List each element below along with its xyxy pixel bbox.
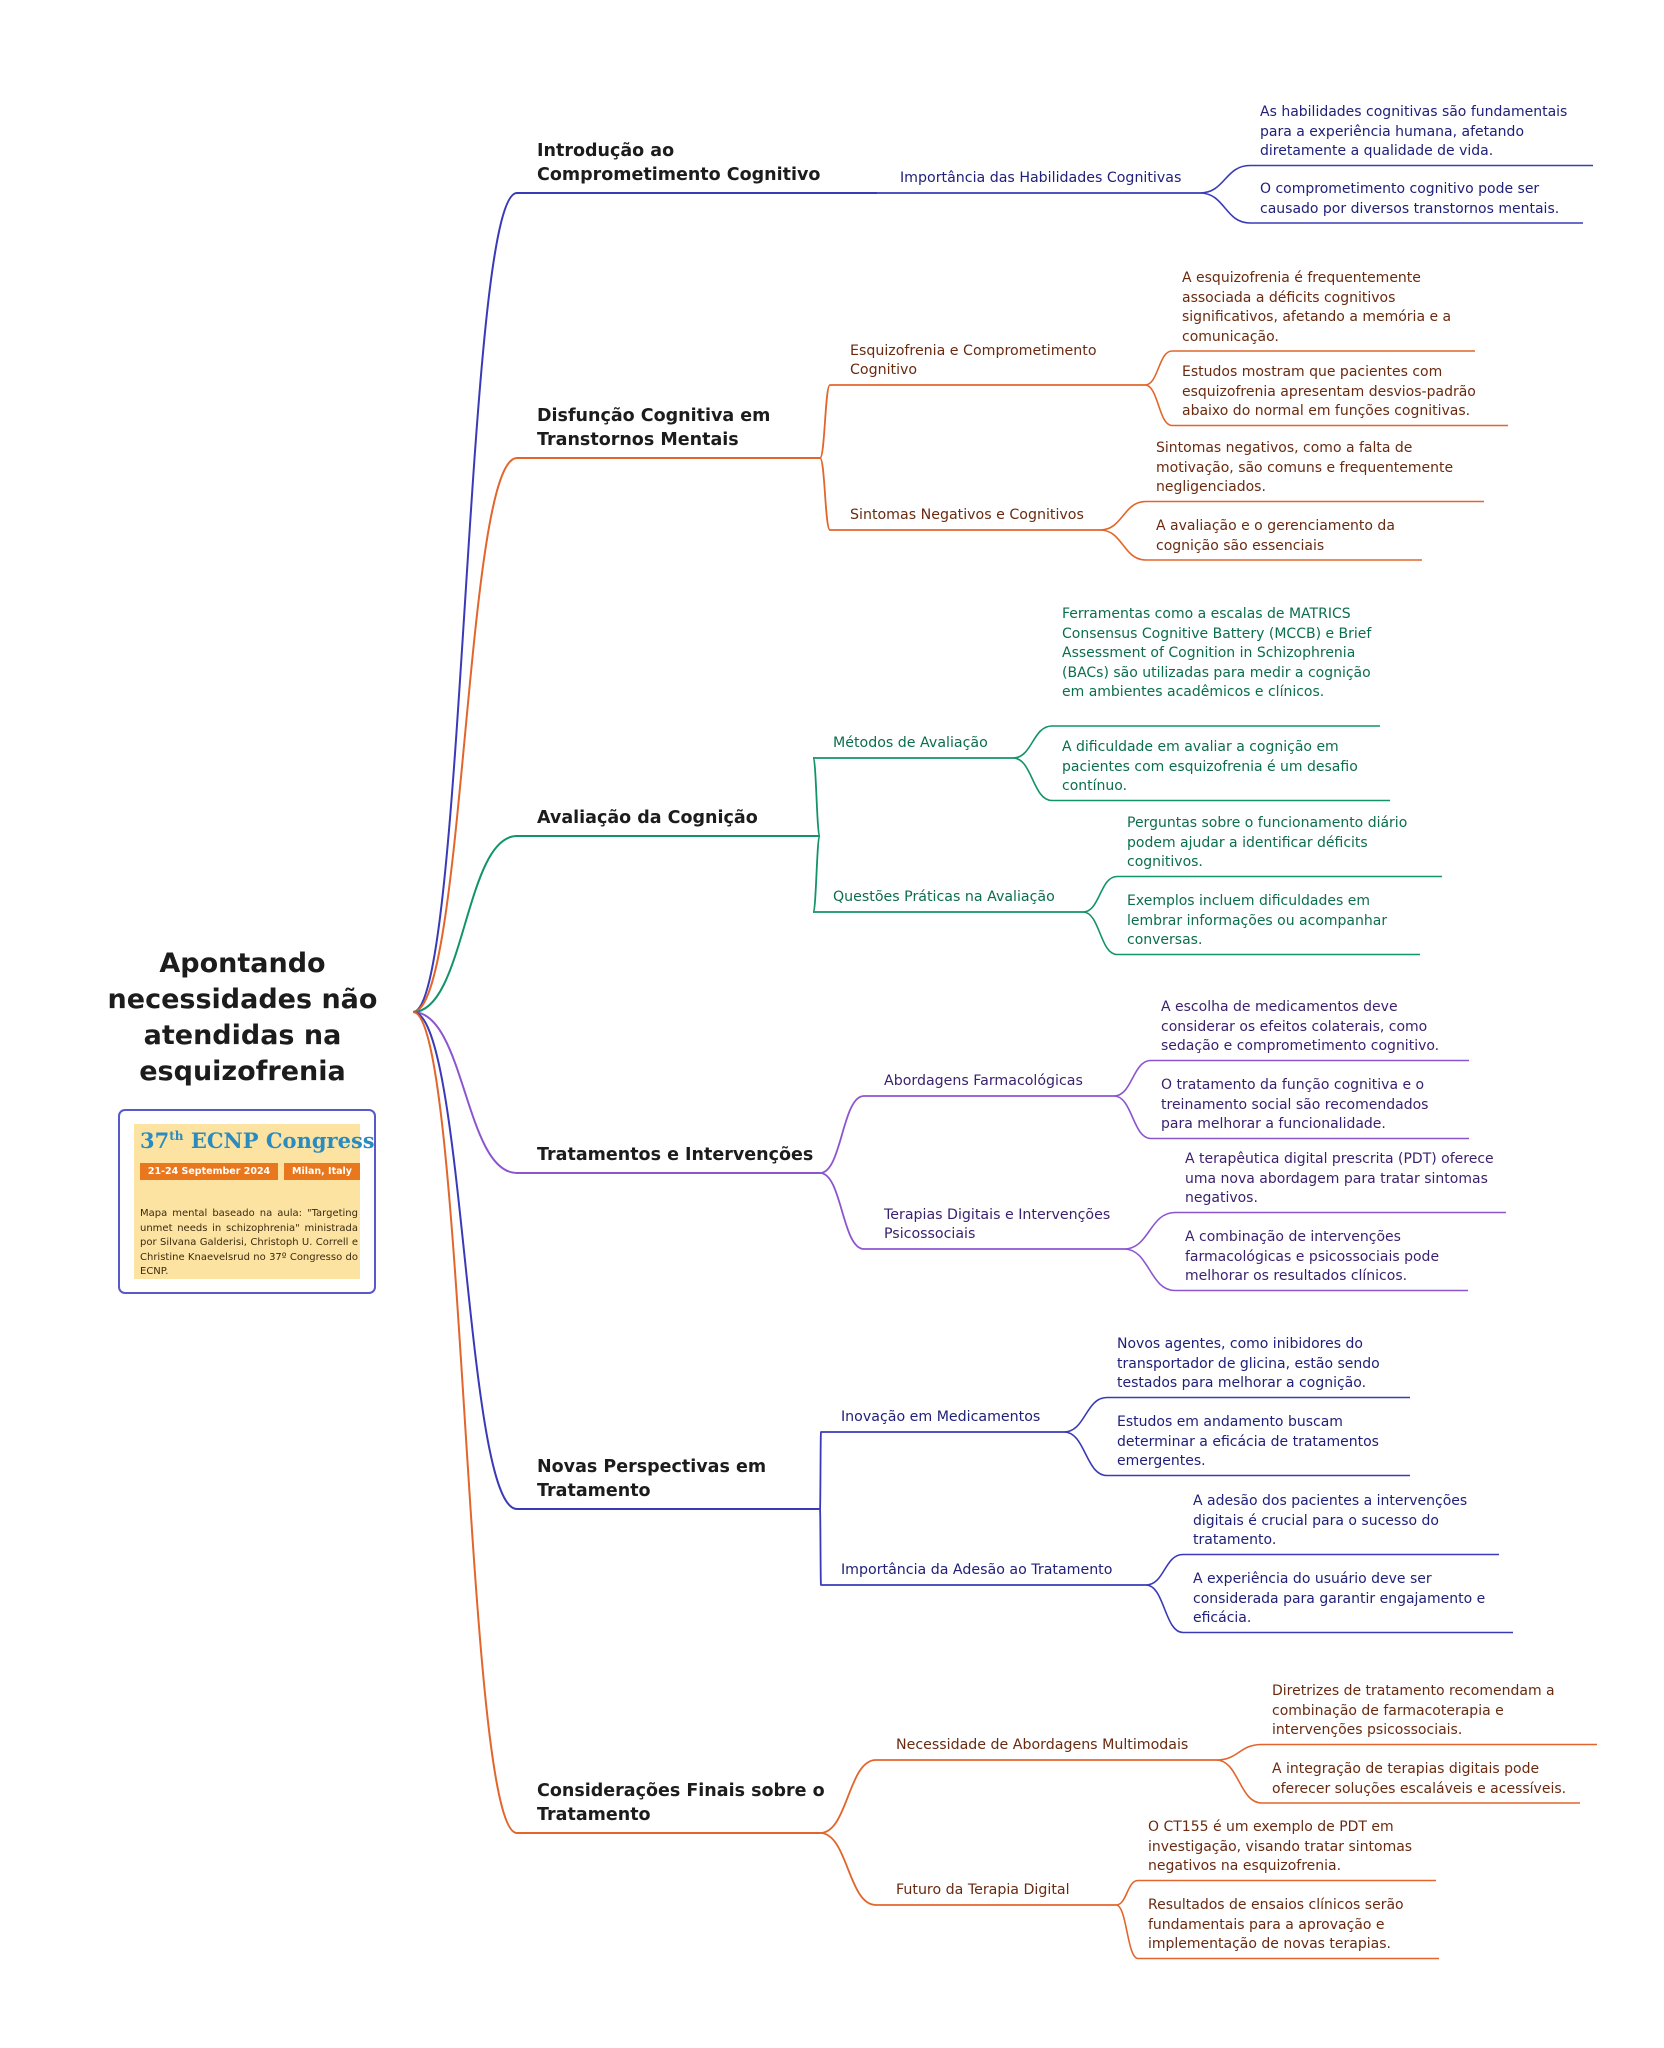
subtopic-4-1[interactable]: Abordagens Farmacológicas <box>884 1073 1083 1089</box>
detail-connector-2-2-1 <box>1099 500 1147 531</box>
detail-5-2-2[interactable]: A experiência do usuário deve ser consid… <box>1193 1571 1486 1626</box>
branch-topic-4[interactable]: Tratamentos e Intervenções <box>537 1145 814 1165</box>
branch-topic-1[interactable]: Introdução ao Comprometimento Cognitivo <box>537 141 821 185</box>
branch-topic-5[interactable]: Novas Perspectivas em Tratamento <box>537 1457 767 1501</box>
detail-connector-2-1-2 <box>1144 384 1173 427</box>
branch-connector-6 <box>412 1011 518 1834</box>
detail-5-1-1[interactable]: Novos agentes, como inibidores do transp… <box>1117 1336 1380 1391</box>
branch-connector-1 <box>412 192 518 1013</box>
subtopic-connector-6-2 <box>819 1832 877 1906</box>
subtopic-6-2[interactable]: Futuro da Terapia Digital <box>896 1882 1070 1898</box>
subtopic-connector-3-1 <box>812 757 821 837</box>
detail-2-1-2[interactable]: Estudos mostram que pacientes com esquiz… <box>1182 364 1476 419</box>
subtopic-6-1[interactable]: Necessidade de Abordagens Multimodais <box>896 1737 1189 1753</box>
detail-6-1-2[interactable]: A integração de terapias digitais pode o… <box>1272 1761 1567 1797</box>
subtopic-connector-2-1 <box>819 384 831 459</box>
subtopic-5-1[interactable]: Inovação em Medicamentos <box>841 1409 1041 1425</box>
branch-connector-3 <box>412 835 518 1013</box>
subtopic-1-1[interactable]: Importância das Habilidades Cognitivas <box>900 170 1182 186</box>
subtopic-3-1[interactable]: Métodos de Avaliação <box>833 735 988 751</box>
detail-connector-3-1-1 <box>1012 725 1053 759</box>
detail-3-2-2[interactable]: Exemplos incluem dificuldades em lembrar… <box>1127 893 1388 948</box>
detail-connector-2-1-1 <box>1144 350 1173 386</box>
detail-connector-6-1-1 <box>1215 1743 1263 1761</box>
detail-connector-2-2-2 <box>1099 529 1147 561</box>
detail-4-2-2[interactable]: A combinação de intervenções farmacológi… <box>1185 1229 1440 1284</box>
detail-5-2-1[interactable]: A adesão dos pacientes a intervenções di… <box>1193 1493 1468 1548</box>
detail-6-2-1[interactable]: O CT155 é um exemplo de PDT em investiga… <box>1148 1819 1413 1874</box>
poster-title-number: 37 <box>140 1128 170 1153</box>
subtopic-connector-6-1 <box>819 1759 877 1834</box>
subtopic-3-2[interactable]: Questões Práticas na Avaliação <box>833 889 1055 905</box>
congress-poster: 37th ECNP Congress 21-24 September 2024 … <box>118 1109 376 1294</box>
detail-3-1-2[interactable]: A dificuldade em avaliar a cognição em p… <box>1062 739 1358 794</box>
subtopic-connector-4-1 <box>819 1095 865 1174</box>
branch-connector-4 <box>412 1011 518 1174</box>
detail-connector-5-2-1 <box>1145 1553 1184 1586</box>
detail-connector-6-2-1 <box>1115 1879 1139 1906</box>
branch-topic-3[interactable]: Avaliação da Cognição <box>537 808 758 828</box>
detail-1-1-1[interactable]: As habilidades cognitivas são fundamenta… <box>1260 104 1568 159</box>
detail-connector-3-2-2 <box>1082 911 1118 956</box>
detail-connector-5-1-2 <box>1063 1431 1108 1477</box>
detail-2-1-1[interactable]: A esquizofrenia é frequentemente associa… <box>1182 270 1452 345</box>
branch-topic-2[interactable]: Disfunção Cognitiva em Transtornos Menta… <box>537 406 771 450</box>
detail-4-2-1[interactable]: A terapêutica digital prescrita (PDT) of… <box>1185 1151 1494 1206</box>
subtopic-2-1[interactable]: Esquizofrenia e Comprometimento Cognitiv… <box>850 343 1097 378</box>
detail-connector-3-2-1 <box>1082 875 1118 913</box>
branch-topic-6[interactable]: Considerações Finais sobre o Tratamento <box>537 1781 825 1825</box>
poster-title: 37th ECNP Congress <box>140 1128 375 1153</box>
detail-3-1-1[interactable]: Ferramentas como a escalas de MATRICS Co… <box>1062 606 1372 700</box>
detail-connector-6-2-2 <box>1115 1904 1139 1960</box>
detail-4-1-1[interactable]: A escolha de medicamentos deve considera… <box>1161 999 1440 1054</box>
branch-connector-5 <box>412 1011 518 1510</box>
subtopic-connector-2-2 <box>819 457 831 531</box>
subtopic-connector-4-2 <box>819 1172 865 1250</box>
detail-5-1-2[interactable]: Estudos em andamento buscam determinar a… <box>1117 1414 1379 1469</box>
detail-connector-4-2-2 <box>1123 1248 1176 1292</box>
poster-location: Milan, Italy <box>284 1163 360 1180</box>
detail-connector-5-2-2 <box>1145 1584 1184 1634</box>
subtopic-5-2[interactable]: Importância da Adesão ao Tratamento <box>841 1562 1113 1578</box>
poster-title-suffix: th <box>169 1129 184 1143</box>
detail-connector-4-1-1 <box>1113 1059 1152 1097</box>
poster-dates: 21-24 September 2024 <box>140 1163 278 1180</box>
central-topic[interactable]: Apontando necessidades não atendidas na … <box>107 948 378 1087</box>
subtopic-connector-5-2 <box>819 1508 822 1586</box>
subtopic-connector-5-1 <box>819 1431 822 1510</box>
detail-connector-3-1-2 <box>1012 757 1053 802</box>
branch-connector-2 <box>412 457 518 1013</box>
detail-4-1-2[interactable]: O tratamento da função cognitiva e o tre… <box>1161 1077 1429 1132</box>
subtopic-4-2[interactable]: Terapias Digitais e Intervenções Psicoss… <box>884 1207 1111 1242</box>
detail-connector-6-1-2 <box>1215 1759 1263 1804</box>
poster-panel: 37th ECNP Congress 21-24 September 2024 … <box>134 1124 375 1279</box>
poster-note: Mapa mental baseado na aula: "Targeting … <box>140 1208 358 1278</box>
detail-3-2-1[interactable]: Perguntas sobre o funcionamento diário p… <box>1127 815 1408 870</box>
subtopic-connector-3-2 <box>812 835 821 913</box>
detail-connector-1-1-1 <box>1199 164 1251 194</box>
detail-connector-4-1-2 <box>1113 1095 1152 1140</box>
detail-connector-1-1-2 <box>1199 192 1251 224</box>
detail-6-1-1[interactable]: Diretrizes de tratamento recomendam a co… <box>1272 1683 1555 1738</box>
poster-title-text: ECNP Congress <box>190 1128 375 1153</box>
detail-2-2-2[interactable]: A avaliação e o gerenciamento da cogniçã… <box>1156 518 1395 554</box>
detail-6-2-2[interactable]: Resultados de ensaios clínicos serão fun… <box>1148 1897 1404 1952</box>
detail-1-1-2[interactable]: O comprometimento cognitivo pode ser cau… <box>1260 181 1560 217</box>
subtopic-2-2[interactable]: Sintomas Negativos e Cognitivos <box>850 507 1084 523</box>
detail-connector-4-2-1 <box>1123 1211 1176 1250</box>
detail-2-2-1[interactable]: Sintomas negativos, como a falta de moti… <box>1156 440 1454 495</box>
detail-connector-5-1-1 <box>1063 1396 1108 1433</box>
